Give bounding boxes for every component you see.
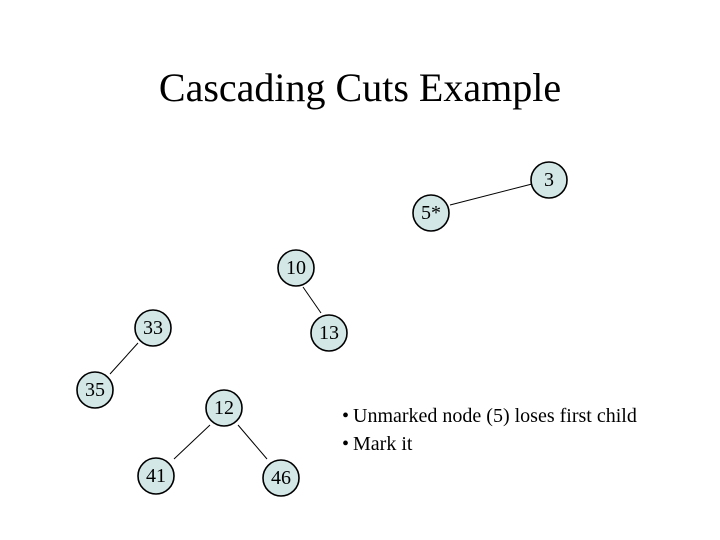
tree-node-13: 13 [310, 314, 348, 352]
node-label-10: 10 [286, 257, 306, 279]
tree-node-3: 3 [530, 161, 568, 199]
edge-12-41 [173, 424, 211, 460]
notes-list: Unmarked node (5) loses first child Mark… [342, 402, 637, 458]
edge-3-5 [449, 183, 533, 206]
edge-10-13 [302, 286, 322, 314]
note-item: Unmarked node (5) loses first child [342, 402, 637, 430]
slide-title: Cascading Cuts Example [158, 65, 562, 110]
node-label-35: 35 [85, 379, 105, 401]
edge-12-46 [237, 424, 268, 460]
node-label-13: 13 [319, 322, 339, 344]
tree-node-41: 41 [137, 457, 175, 495]
node-label-41: 41 [146, 465, 166, 487]
node-label-3: 3 [544, 169, 554, 191]
tree-node-5: 5* [412, 194, 450, 232]
node-label-46: 46 [271, 467, 291, 489]
node-label-33: 33 [143, 317, 163, 339]
node-label-12: 12 [214, 397, 234, 419]
tree-node-46: 46 [262, 459, 300, 497]
edges-layer [109, 183, 533, 460]
tree-node-10: 10 [277, 249, 315, 287]
note-item: Mark it [342, 430, 637, 458]
edge-33-35 [109, 342, 139, 375]
tree-node-35: 35 [76, 371, 114, 409]
tree-node-33: 33 [134, 309, 172, 347]
tree-node-12: 12 [205, 389, 243, 427]
nodes-layer: 3 5* 10 33 13 35 12 41 [76, 161, 568, 497]
node-label-5: 5* [421, 202, 441, 224]
